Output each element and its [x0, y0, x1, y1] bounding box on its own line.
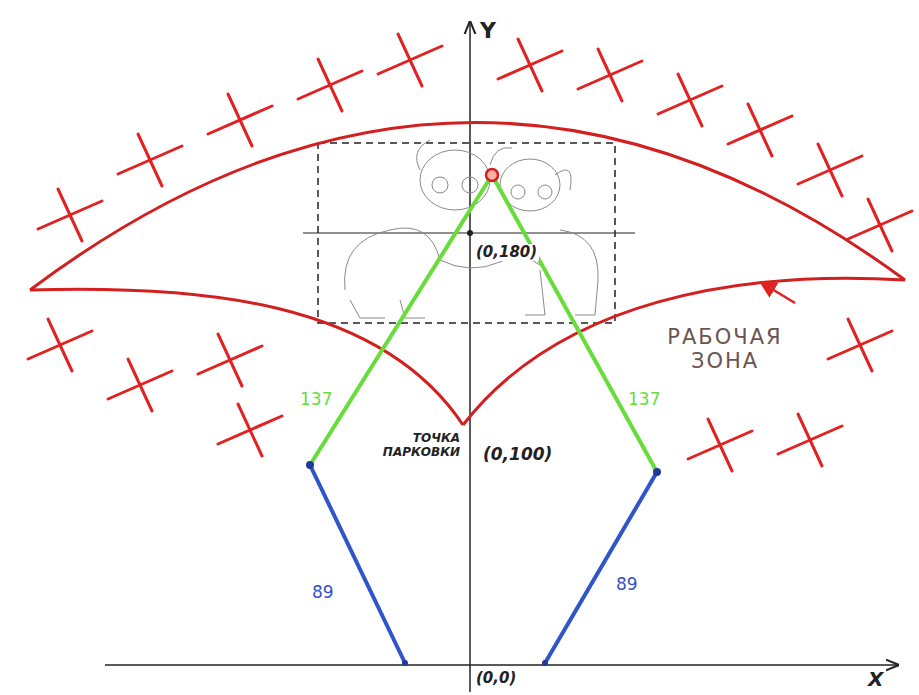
- puppy-sketch: [345, 140, 599, 318]
- coordinate-label: (0,180): [474, 244, 539, 261]
- hatch-cross: [28, 319, 92, 371]
- zone-name: РАБОЧАЯ ЗОНА: [645, 325, 805, 373]
- hatch-cross: [658, 74, 722, 126]
- elbow-joint: [306, 461, 314, 469]
- link-length: 89: [616, 575, 638, 595]
- x-axis: [105, 664, 898, 666]
- hatch-cross: [218, 404, 282, 456]
- hatch-cross: [298, 59, 362, 111]
- workspace-boundary: [30, 122, 905, 425]
- hatch-cross: [688, 419, 752, 471]
- link-length: 89: [312, 583, 334, 603]
- hatch-cross: [108, 359, 172, 411]
- proximal-link: [545, 472, 657, 663]
- distal-link: [492, 175, 657, 472]
- hatch-cross: [118, 134, 182, 186]
- hatch-cross: [728, 104, 792, 156]
- coordinate-label: (0,100): [483, 445, 552, 465]
- hatch-cross: [208, 94, 272, 146]
- hatch-cross: [498, 39, 562, 91]
- hatch-cross: [778, 414, 842, 466]
- base-joint: [402, 660, 408, 666]
- end-effector: [486, 169, 498, 181]
- axis-name: X: [868, 668, 883, 691]
- center-point: [467, 230, 473, 236]
- elbow-joint: [653, 468, 661, 476]
- link-length: 137: [300, 390, 332, 410]
- hatch-cross: [848, 199, 912, 251]
- hatch-cross: [38, 189, 102, 241]
- base-joint: [542, 660, 548, 666]
- hatch-cross: [578, 49, 642, 101]
- point-name: ТОЧКА ПАРКОВКИ: [378, 432, 460, 460]
- proximal-link: [310, 465, 405, 663]
- pointer-arrow: [762, 283, 795, 303]
- coordinate-label: (0,0): [476, 670, 516, 687]
- hatch-cross: [378, 34, 442, 86]
- hatch-cross: [798, 144, 862, 196]
- hatch-cross: [828, 319, 892, 371]
- link-length: 137: [628, 390, 660, 410]
- axis-name: Y: [480, 18, 496, 43]
- hatch-cross: [198, 334, 262, 386]
- distal-link: [310, 175, 492, 465]
